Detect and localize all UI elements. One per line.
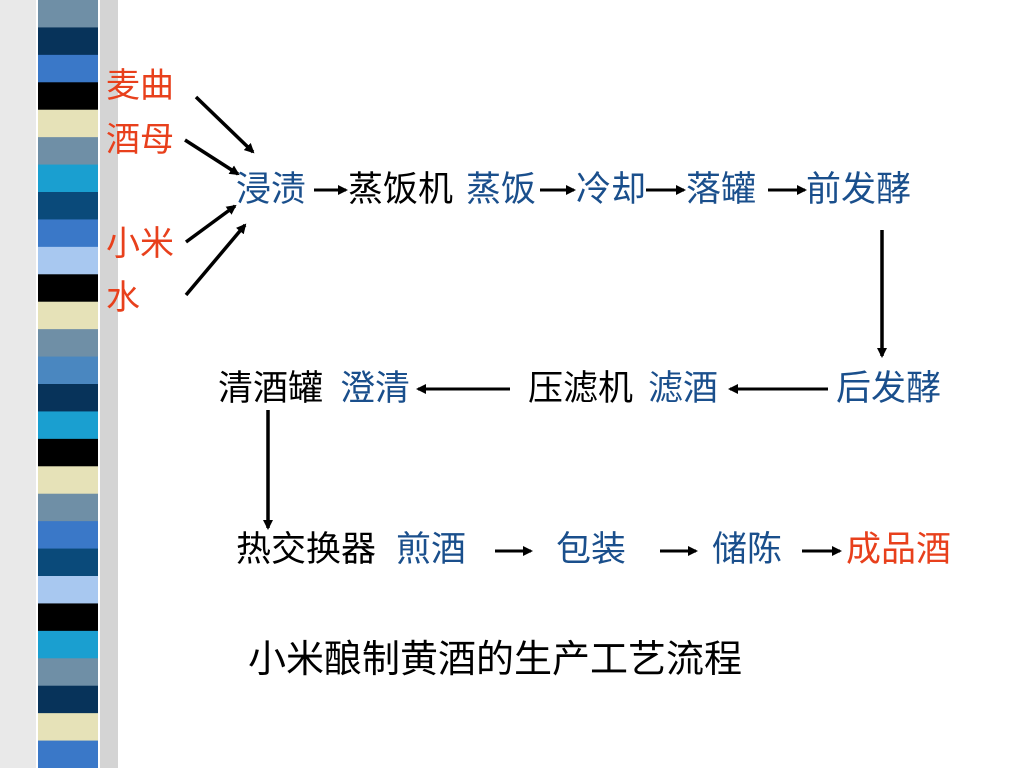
arrow-jiumu-to-jinzi: [184, 138, 240, 176]
ingredient-jiumu: 酒母: [106, 120, 174, 160]
arrow-maiqu-to-jinzi: [194, 95, 255, 154]
bar-segment: [38, 192, 98, 221]
bar-segment: [38, 438, 98, 467]
ingredient-shui: 水: [106, 278, 140, 318]
step-baozhuang: 包装: [556, 530, 627, 570]
bar-segment: [38, 658, 98, 687]
bar-segment: [38, 713, 98, 742]
bar-segment: [38, 274, 98, 303]
step-houfajiao: 后发酵: [836, 369, 942, 409]
equipment-yalvji: 压滤机: [528, 369, 634, 409]
step-chengqing: 澄清: [340, 369, 411, 409]
bar-segment: [38, 301, 98, 330]
bar-segment: [38, 384, 98, 413]
ingredient-maiqu: 麦曲: [106, 66, 174, 106]
bar-segment: [38, 740, 98, 768]
bar-segment: [38, 493, 98, 522]
step-jianjiu: 煎酒: [396, 530, 467, 570]
step-luoguan: 落罐: [686, 170, 757, 210]
bar-shadow-right: [100, 0, 118, 768]
bar-segment: [38, 466, 98, 495]
step-lvjiu: 滤酒: [648, 369, 719, 409]
product-chengpinjiu: 成品酒: [846, 530, 952, 570]
step-chuchen: 储陈: [712, 530, 783, 570]
diagram-title: 小米酿制黄酒的生产工艺流程: [248, 637, 743, 681]
step-qianfajiao: 前发酵: [806, 170, 912, 210]
bar-shadow-left: [0, 0, 36, 768]
bar-segment: [38, 54, 98, 83]
equipment-qingjiuguan: 清酒罐: [218, 369, 324, 409]
equipment-zhengfanji: 蒸饭机: [348, 170, 454, 210]
bar-segment: [38, 0, 98, 29]
bar-segment: [38, 685, 98, 714]
bar-segment: [38, 356, 98, 385]
bar-segment: [38, 164, 98, 193]
equipment-rejiaohuanqi: 热交换器: [236, 530, 377, 570]
bar-segment: [38, 521, 98, 550]
bar-segment: [38, 329, 98, 358]
step-jinzi: 浸渍: [236, 170, 307, 210]
bar-segment: [38, 630, 98, 659]
bar-segment: [38, 603, 98, 632]
arrow-xiaomi-to-jinzi: [184, 204, 237, 244]
bar-segment: [38, 137, 98, 166]
bar-segment: [38, 109, 98, 138]
arrow-shui-to-jinzi: [184, 223, 247, 297]
step-zhengfan: 蒸饭: [466, 170, 537, 210]
decorative-side-bar: [0, 0, 118, 768]
bar-segment: [38, 27, 98, 56]
bar-segment: [38, 246, 98, 275]
bar-segment: [38, 576, 98, 605]
step-lengque: 冷却: [576, 170, 647, 210]
bar-segment: [38, 82, 98, 111]
bar-segment: [38, 219, 98, 248]
bar-segments: [38, 0, 98, 768]
bar-segment: [38, 411, 98, 440]
ingredient-xiaomi: 小米: [106, 224, 174, 264]
bar-segment: [38, 548, 98, 577]
